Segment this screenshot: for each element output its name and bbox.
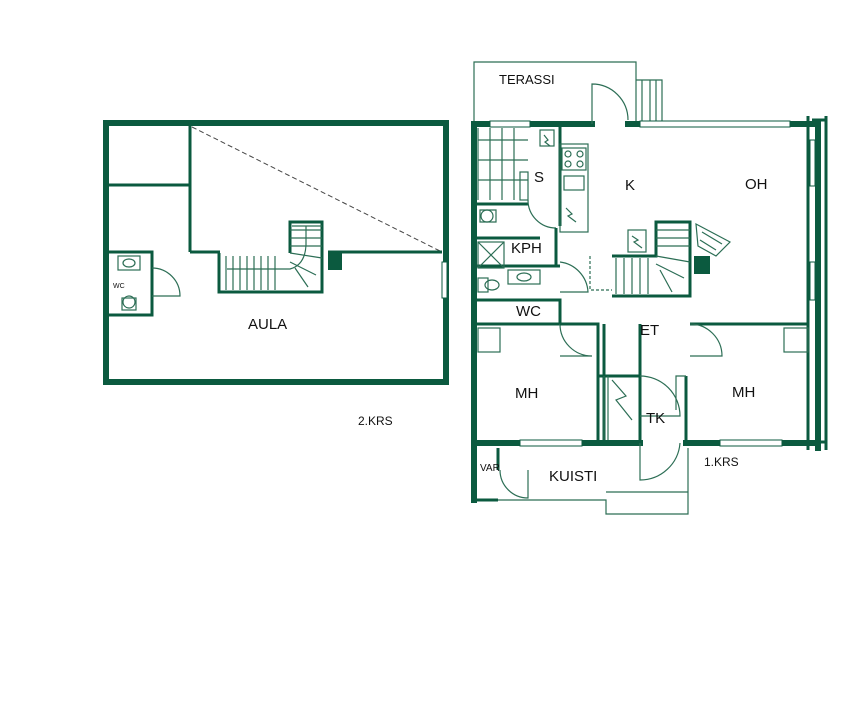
room-label-terassi: TERASSI	[499, 72, 555, 87]
closet-shelf	[603, 376, 633, 440]
shower-icon	[477, 241, 505, 269]
living-window-upper	[809, 139, 816, 187]
kitchen-counter	[559, 143, 589, 233]
sauna-stove	[539, 129, 555, 147]
upper-toilet	[122, 295, 136, 309]
upper-wc-room	[106, 250, 181, 317]
open-void-line	[191, 126, 443, 253]
ground-floor-plan	[471, 61, 828, 515]
wc-sink	[507, 269, 541, 285]
var-door	[499, 469, 529, 499]
upper-chimney	[328, 252, 342, 270]
room-label-mh-left: MH	[515, 385, 538, 402]
room-label-kph: KPH	[511, 240, 542, 257]
terrace-outline	[473, 61, 637, 124]
sauna-window	[489, 120, 531, 128]
bathroom-room	[474, 209, 560, 269]
room-label-tk: TK	[646, 410, 665, 427]
log-corners	[806, 116, 828, 450]
kitchen-window	[639, 120, 791, 128]
fireplace-icon	[627, 229, 647, 253]
terrace-door	[591, 83, 629, 124]
room-label-aula: AULA	[248, 316, 287, 333]
room-label-oh: OH	[745, 176, 768, 193]
room-label-et: ET	[640, 322, 659, 339]
upper-window	[441, 261, 448, 299]
wardrobe-left	[477, 327, 501, 353]
room-label-upper-wc: WC	[113, 283, 125, 290]
room-label-wc: WC	[516, 303, 541, 320]
room-label-kuisti: KUISTI	[549, 468, 597, 485]
sauna-room	[474, 124, 562, 229]
hallway-walls	[472, 322, 808, 443]
wc-room	[474, 261, 593, 357]
room-label-s: S	[534, 169, 544, 186]
wc-toilet	[484, 279, 500, 291]
floor-drain-icon	[480, 209, 494, 223]
bedroom-right-window	[719, 439, 783, 447]
living-window-lower	[809, 261, 816, 301]
room-label-k: K	[625, 177, 635, 194]
upper-closet-wall	[106, 123, 192, 252]
sink-icon	[563, 175, 585, 191]
terrace-steps	[636, 79, 663, 124]
ground-staircase	[589, 220, 731, 298]
upper-sink	[117, 255, 141, 271]
room-label-mh-right: MH	[732, 384, 755, 401]
upper-floor-plan	[103, 120, 449, 385]
wardrobe-right	[783, 327, 809, 353]
stove-icon	[561, 147, 587, 171]
hearth-icon	[695, 222, 731, 257]
bedroom-right-door	[689, 323, 723, 357]
upper-staircase	[217, 220, 342, 294]
ground-chimney	[694, 256, 710, 274]
porch-area	[472, 442, 689, 515]
tk-door	[639, 375, 681, 417]
level-label-upper: 2.KRS	[358, 414, 393, 428]
level-label-ground: 1.KRS	[704, 455, 739, 469]
entrance-door	[639, 442, 681, 481]
bedroom-left-window	[519, 439, 583, 447]
room-label-var: VAR	[480, 463, 500, 474]
